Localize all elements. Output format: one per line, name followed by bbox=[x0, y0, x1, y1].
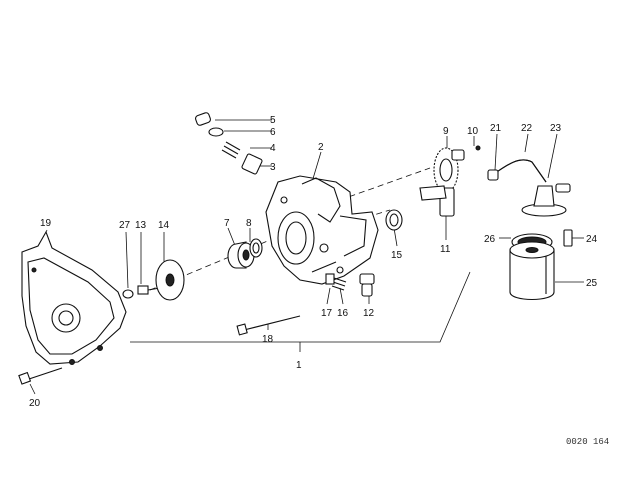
part-bolt-20 bbox=[18, 367, 63, 385]
callout-10: 10 bbox=[467, 126, 479, 137]
callout-21: 21 bbox=[490, 123, 502, 134]
callout-17: 17 bbox=[321, 308, 333, 319]
callout-16: 16 bbox=[337, 308, 349, 319]
callout-19: 19 bbox=[40, 218, 52, 229]
part-cover-plate bbox=[21, 230, 127, 365]
callout-3: 3 bbox=[270, 162, 276, 173]
part-drive-gear bbox=[419, 145, 481, 217]
callout-13: 13 bbox=[135, 220, 147, 231]
part-pump-housing bbox=[265, 175, 379, 285]
part-bolt-24 bbox=[563, 229, 573, 247]
part-pickup-tube bbox=[487, 159, 571, 217]
callout-2: 2 bbox=[318, 142, 324, 153]
callout-12: 12 bbox=[363, 308, 375, 319]
part-fitting-12 bbox=[359, 273, 375, 297]
callout-labels: 1 2 3 4 5 6 7 8 9 10 11 12 13 14 15 16 1… bbox=[29, 115, 598, 409]
callout-14: 14 bbox=[158, 220, 170, 231]
callout-15: 15 bbox=[391, 250, 403, 261]
part-spring-16 bbox=[331, 277, 347, 291]
callout-22: 22 bbox=[521, 123, 533, 134]
callout-27: 27 bbox=[119, 220, 131, 231]
callout-18: 18 bbox=[262, 334, 274, 345]
part-gasket-14 bbox=[155, 259, 185, 301]
callout-25: 25 bbox=[586, 278, 598, 289]
callout-1: 1 bbox=[296, 360, 302, 371]
leader-lines bbox=[29, 119, 584, 395]
part-ring-15 bbox=[385, 209, 403, 231]
part-seal-8 bbox=[249, 238, 263, 258]
callout-5: 5 bbox=[270, 115, 276, 126]
part-bearing-7 bbox=[227, 241, 255, 269]
part-oil-filter bbox=[509, 233, 555, 301]
callout-26: 26 bbox=[484, 234, 496, 245]
part-valve-stack bbox=[195, 112, 263, 175]
callout-6: 6 bbox=[270, 127, 276, 138]
part-long-bolt-18 bbox=[236, 315, 301, 336]
callout-9: 9 bbox=[443, 126, 449, 137]
part-nut-27 bbox=[122, 289, 134, 299]
reference-code: 0020 164 bbox=[566, 437, 609, 447]
callout-20: 20 bbox=[29, 398, 41, 409]
callout-7: 7 bbox=[224, 218, 230, 229]
part-plug-17 bbox=[325, 273, 335, 285]
callout-8: 8 bbox=[246, 218, 252, 229]
callout-23: 23 bbox=[550, 123, 562, 134]
callout-11: 11 bbox=[440, 244, 451, 255]
callout-4: 4 bbox=[270, 143, 276, 154]
callout-24: 24 bbox=[586, 234, 598, 245]
